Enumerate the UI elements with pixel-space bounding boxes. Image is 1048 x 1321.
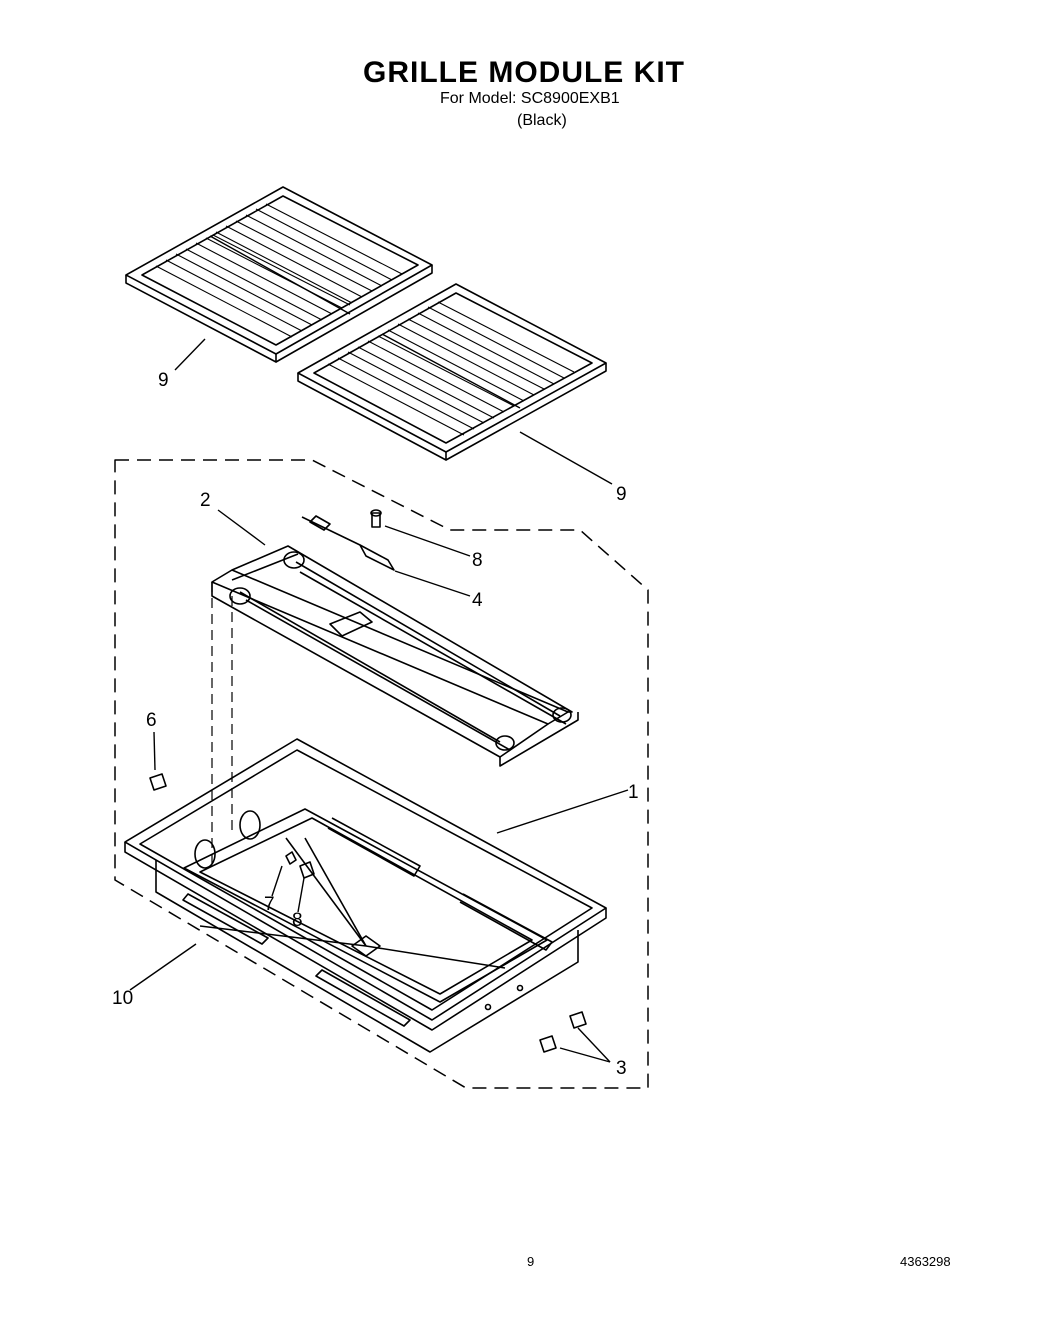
page-title: GRILLE MODULE KIT	[363, 56, 685, 89]
callout-housing: 10	[112, 988, 133, 1009]
model-line: For Model: SC8900EXB1	[440, 90, 620, 107]
callout-grate-left: 9	[158, 370, 169, 391]
leader-lines	[129, 338, 629, 1063]
callout-screw-top: 8	[472, 550, 483, 571]
grate-right	[297, 283, 607, 461]
heating-element	[211, 545, 579, 767]
callout-grate-right: 9	[616, 484, 627, 505]
callout-screw-inner: 8	[292, 910, 303, 931]
callout-element: 2	[200, 490, 211, 511]
kit-boundary	[114, 459, 649, 1089]
callout-terminal: 4	[472, 590, 483, 611]
page-number: 9	[527, 1254, 535, 1269]
terminal-parts	[301, 509, 395, 571]
color-line: (Black)	[517, 112, 567, 129]
grate-left	[125, 186, 433, 363]
callout-clip: 7	[264, 894, 275, 915]
document-number: 4363298	[900, 1254, 951, 1269]
callout-screws-side: 3	[616, 1058, 627, 1079]
callout-bushing: 6	[146, 710, 157, 731]
drip-pan	[124, 582, 607, 1053]
callout-pan: 1	[628, 782, 639, 803]
